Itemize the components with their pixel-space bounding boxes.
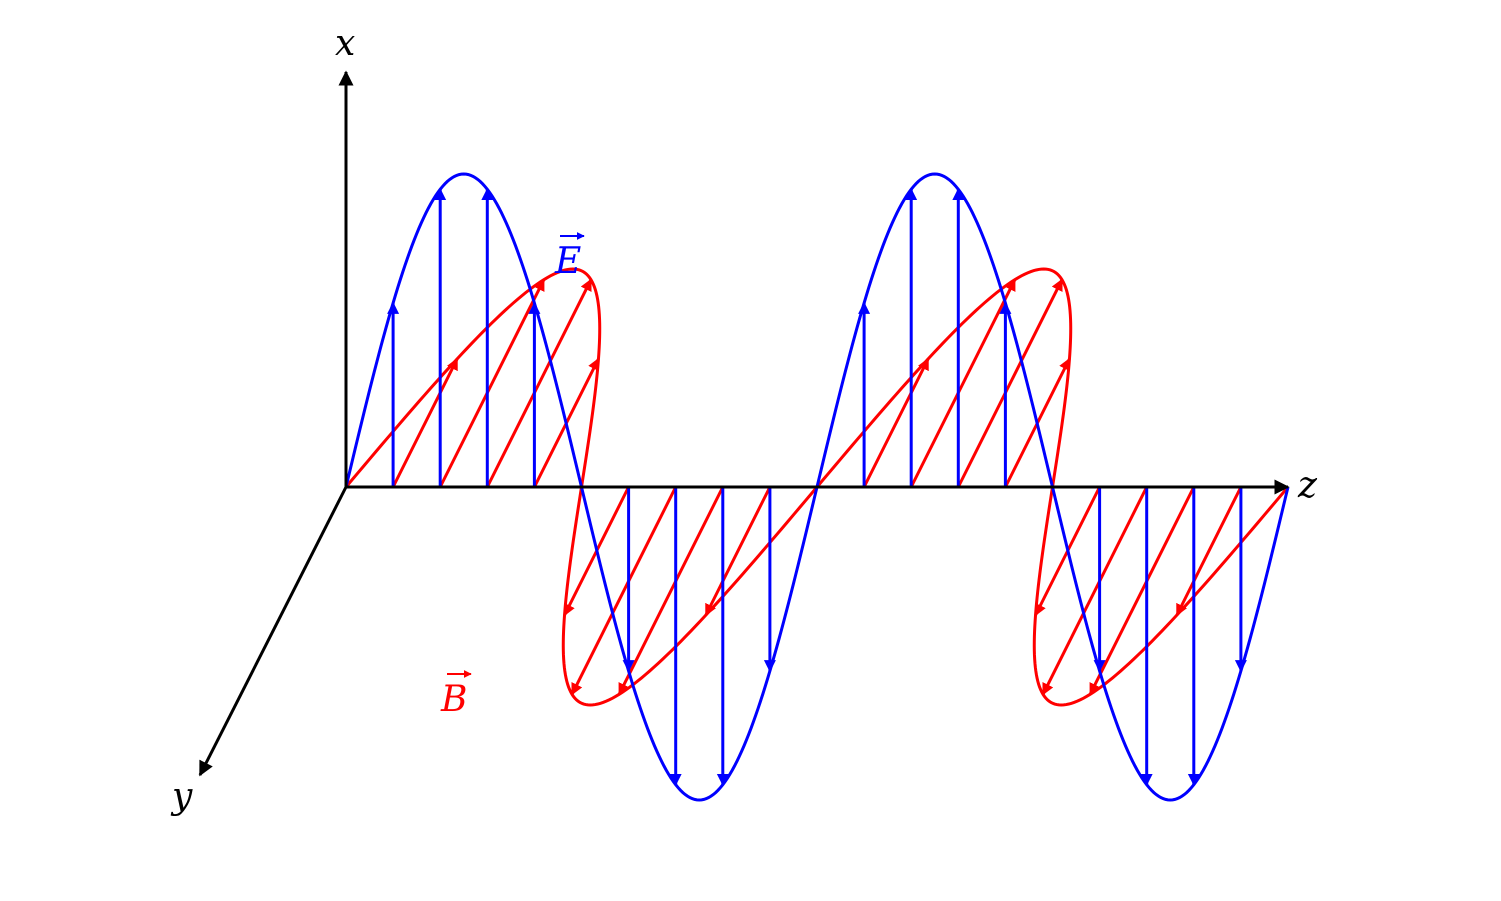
b-field-arrow	[704, 486, 772, 617]
y-axis-label: y	[170, 776, 193, 817]
b-field-label-text: B	[440, 679, 467, 720]
e-field-label-text: E	[554, 241, 581, 282]
y-axis	[198, 486, 348, 777]
b-field-arrow	[1041, 486, 1149, 696]
e-field-label: E	[554, 232, 585, 282]
b-field-arrow	[1088, 486, 1196, 696]
b-field-arrow	[485, 278, 593, 488]
z-axis-label: z	[1297, 465, 1318, 506]
b-field-arrow	[617, 486, 725, 696]
b-field-arrow	[956, 278, 1064, 488]
x-axis-label: x	[335, 23, 355, 64]
b-field-arrow	[909, 278, 1017, 488]
b-field-arrow	[438, 278, 546, 488]
axes	[198, 70, 1290, 777]
b-field-arrow	[391, 357, 459, 488]
b-field-arrow	[570, 486, 678, 696]
b-field-label: B	[440, 670, 472, 720]
b-field-arrow	[1175, 486, 1243, 617]
labels: x y z E B	[170, 23, 1318, 817]
b-field-arrow	[862, 357, 930, 488]
